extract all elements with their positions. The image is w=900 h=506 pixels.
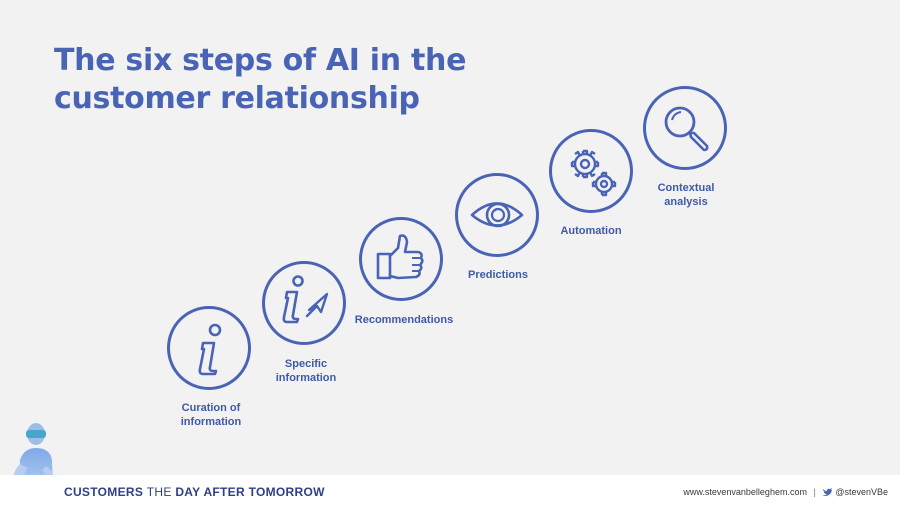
brand-word: CUSTOMERS (64, 485, 144, 499)
eye-icon (470, 202, 524, 228)
step-label-line: information (275, 372, 337, 384)
title-line-2: customer relationship (54, 81, 420, 116)
brand-word: THE (146, 485, 172, 499)
thumbs-up-icon (376, 234, 424, 280)
step-label: Specific information (236, 357, 376, 385)
info-pointer-icon (282, 275, 329, 324)
step-label: Automation (521, 224, 661, 238)
info-icon (198, 323, 222, 376)
step-label: Curation of information (141, 401, 281, 429)
step-circle (455, 173, 539, 257)
step-label: Contextual analysis (616, 181, 756, 209)
footer-separator: | (813, 487, 816, 497)
step-label: Recommendations (334, 313, 474, 327)
step-circle (359, 217, 443, 301)
title-line-1: The six steps of AI in the (54, 43, 467, 78)
brand-word: DAY AFTER TOMORROW (175, 485, 325, 499)
step-label: Predictions (428, 268, 568, 282)
website-link[interactable]: www.stevenvanbelleghem.com (683, 487, 807, 497)
brand-logo-text: CUSTOMERS THE DAY AFTER TOMORROW (64, 485, 325, 499)
gears-icon (570, 149, 617, 197)
step-circle (262, 261, 346, 345)
step-circle (549, 129, 633, 213)
footer-bar: CUSTOMERS THE DAY AFTER TOMORROW www.ste… (0, 475, 900, 506)
step-circle (643, 86, 727, 170)
step-label-line: Predictions (468, 269, 528, 281)
step-label-line: Curation of (181, 402, 241, 414)
step-label-line: information (180, 416, 242, 428)
step-label-line: Recommendations (354, 314, 454, 326)
footer-links: www.stevenvanbelleghem.com | @stevenVBe (683, 487, 888, 497)
twitter-bird-icon (822, 488, 833, 496)
twitter-handle-link[interactable]: @stevenVBe (835, 487, 888, 497)
step-circle (167, 306, 251, 390)
step-label-line: analysis (664, 196, 708, 208)
step-label-line: Specific (284, 358, 328, 370)
slide-title: The six steps of AI in the customer rela… (54, 42, 574, 118)
step-label-line: Automation (560, 225, 622, 237)
step-label-line: Contextual (657, 182, 715, 194)
magnifier-icon (664, 106, 709, 152)
